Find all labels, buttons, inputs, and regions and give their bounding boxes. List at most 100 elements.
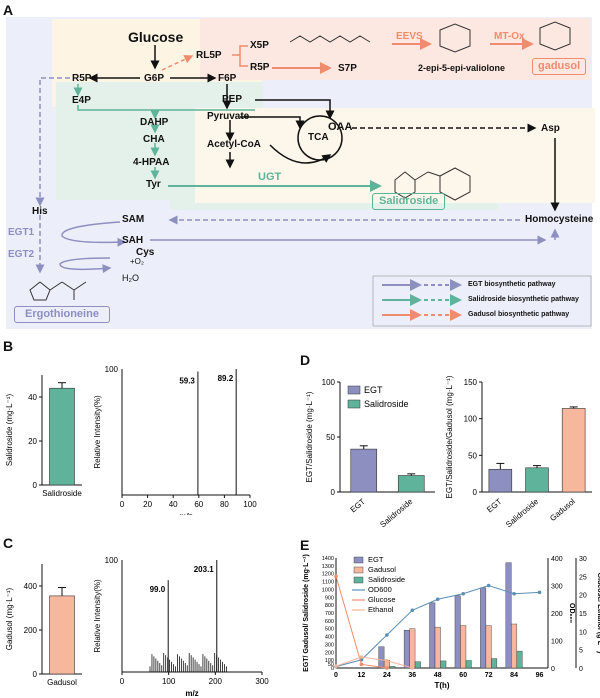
- bar-egt: [454, 595, 461, 669]
- legend-swatch: [353, 556, 364, 564]
- node-sam: SAM: [122, 214, 145, 225]
- y-tick-label: 50: [468, 451, 477, 460]
- y-tick-label: 500: [325, 627, 334, 633]
- x-tick-label: Gadusol: [548, 497, 577, 523]
- enzyme-mtox: MT-Ox: [494, 31, 525, 42]
- peak-label: 59.3: [179, 377, 195, 386]
- y3-tick-label: 15: [579, 611, 587, 618]
- panel-label-e: E: [300, 537, 310, 553]
- node-o2: +O₂: [130, 257, 144, 266]
- y2-axis-label: OD₆₀₀: [568, 603, 575, 623]
- legend-label: Salidroside: [364, 399, 409, 409]
- node-e4p: E4P: [72, 95, 91, 106]
- node-pep: PEP: [222, 94, 243, 105]
- node-r5p-right: R5P: [250, 62, 270, 73]
- bar-salidroside: [397, 475, 425, 493]
- salidroside-structure: [394, 167, 471, 201]
- legend-label: OD600: [368, 585, 392, 594]
- y-axis-label: EGT/Salidroside (mg·L⁻¹): [305, 391, 314, 482]
- node-g6p: G6P: [144, 73, 165, 84]
- point-ethanol: [385, 658, 389, 663]
- x-tick-label: 96: [536, 672, 544, 679]
- node-acetylcoa: Acetyl-CoA: [207, 139, 261, 150]
- y-tick-label: 50: [328, 662, 334, 668]
- legend-swatch: [347, 399, 361, 409]
- point-glucose: [385, 666, 389, 670]
- point-od600: [461, 591, 465, 596]
- y-tick-label: 0: [473, 488, 478, 497]
- line-ethanol: [335, 656, 413, 669]
- node-tyr: Tyr: [146, 179, 161, 190]
- node-sah: SAH: [122, 235, 144, 246]
- bar-egt: [488, 468, 513, 493]
- bar-salidroside: [49, 387, 75, 486]
- peak-label: 203.1: [194, 565, 215, 574]
- y-tick-label: 0: [33, 481, 38, 490]
- enzyme-egt1: EGT1: [8, 227, 35, 238]
- legend-swatch: [347, 385, 361, 395]
- peak-label: 99.0: [150, 585, 166, 594]
- x-tick-label: 24: [383, 672, 391, 679]
- x-tick-label: 100: [162, 677, 176, 686]
- bar-salidroside: [491, 658, 498, 669]
- node-ergothioneine: Ergothioneine: [14, 306, 110, 323]
- x-tick-label: 40: [169, 500, 178, 509]
- bar-gadusol: [49, 595, 75, 675]
- y-axis-label: EGT/Salidroside/Gadusol (mg·L⁻¹): [445, 375, 454, 498]
- point-od600: [435, 597, 440, 602]
- y-tick-label: 50: [326, 433, 335, 442]
- y-tick-label: 800: [325, 603, 334, 609]
- pathway-panel: Glucose G6P F6P RL5P X5P R5P S7P EEVS MT…: [0, 0, 600, 330]
- panel-label-c: C: [3, 535, 14, 551]
- x-tick-label: 300: [255, 677, 269, 686]
- y-tick-label: 100: [105, 365, 119, 374]
- point-od600: [486, 583, 491, 588]
- y-tick-label: 0: [331, 666, 334, 672]
- node-gadusol: gadusol: [532, 58, 587, 75]
- y-tick-label: 1200: [322, 572, 334, 578]
- y3-tick-label: 0: [579, 666, 583, 673]
- x-tick-label: 0: [120, 500, 125, 509]
- y-axis-label: Relative Intensity(%): [93, 579, 102, 653]
- bar-egt: [505, 562, 512, 669]
- point-od600: [537, 590, 542, 595]
- x-axis-label: T(h): [434, 681, 449, 690]
- y3-tick-label: 25: [579, 574, 587, 581]
- y-tick-label: 0: [33, 670, 38, 679]
- point-glucose: [334, 574, 338, 579]
- y-tick-label: 40: [28, 393, 37, 402]
- valiolone-structure: [439, 23, 471, 53]
- chart-e: 0501002003004005006007008009001000110012…: [303, 554, 600, 690]
- y-tick-label: 400: [325, 635, 334, 641]
- y-tick-label: 100: [105, 556, 119, 565]
- legend-label: EGT: [364, 385, 383, 395]
- node-f6p: F6P: [218, 73, 237, 84]
- x-tick-label: 60: [194, 500, 203, 509]
- y3-tick-label: 5: [579, 648, 583, 655]
- y2-tick-label: 100: [551, 639, 563, 646]
- node-asp: Asp: [541, 123, 560, 134]
- x-axis-label: m/z: [185, 689, 198, 698]
- node-oaa: OAA: [328, 121, 353, 133]
- y-tick-label: 200: [24, 626, 38, 635]
- y-tick-label: 600: [325, 619, 334, 625]
- y-tick-label: 100: [322, 378, 336, 387]
- x-tick-label: 20: [143, 500, 152, 509]
- y-tick-label: 900: [325, 595, 334, 601]
- y-tick-label: 1000: [322, 587, 334, 593]
- enzyme-ugt: UGT: [258, 171, 282, 183]
- legend-label: EGT: [368, 555, 384, 564]
- y2-tick-label: 200: [551, 611, 563, 618]
- bar-salidroside: [465, 660, 472, 669]
- bar-egt: [378, 646, 385, 669]
- y3-tick-label: 10: [579, 629, 587, 636]
- bar-egt: [403, 630, 410, 669]
- bar-egt: [480, 587, 487, 669]
- bar-salidroside: [525, 467, 549, 493]
- x-tick-label: Gadusol: [47, 678, 77, 687]
- bar-salidroside: [440, 660, 447, 669]
